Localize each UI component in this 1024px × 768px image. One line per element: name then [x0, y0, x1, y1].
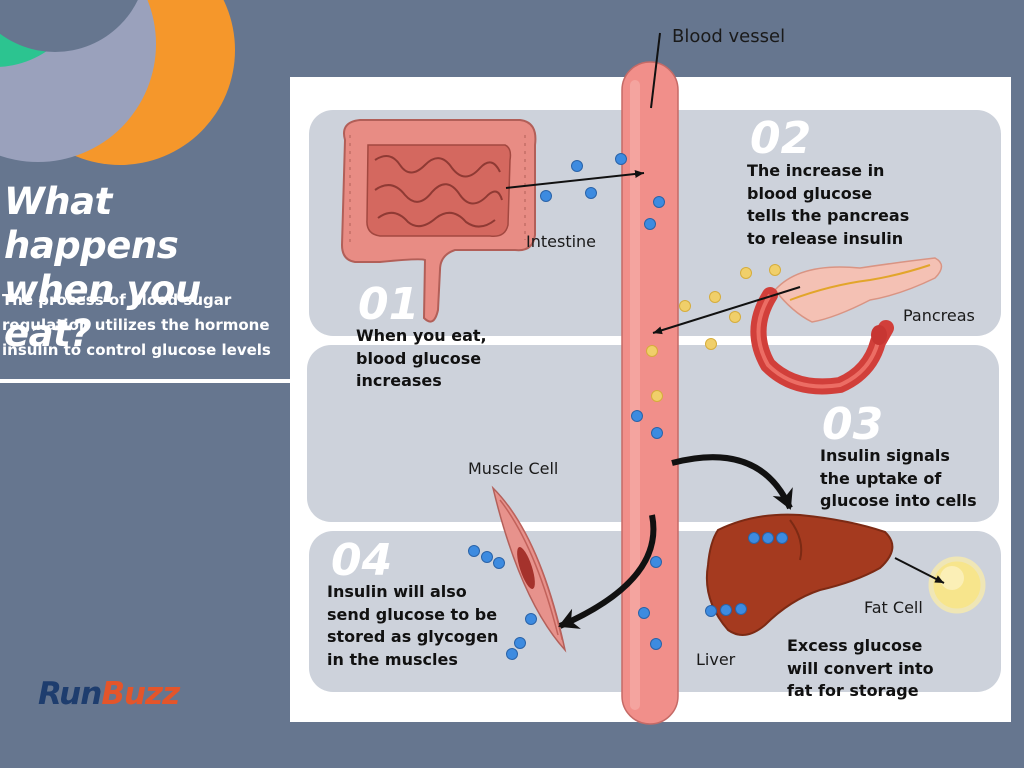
- step-4-text: Insulin will also send glucose to be sto…: [327, 582, 499, 669]
- step-1-text: When you eat, blood glucose increases: [356, 326, 487, 390]
- step-3-text: Insulin signals the uptake of glucose in…: [820, 446, 977, 510]
- arrow-liver-to-fat: [894, 557, 945, 584]
- arrow-intestine-to-vessel: [505, 169, 645, 189]
- blood-vessel-icon: [621, 61, 679, 725]
- glucose-molecules: [468, 153, 788, 660]
- label-pancreas: Pancreas: [903, 306, 975, 325]
- vessel-label-line: [650, 32, 661, 109]
- intestine-icon: [340, 119, 537, 323]
- pancreas-icon: [750, 257, 943, 395]
- logo-part-run: Run: [38, 676, 102, 712]
- insulin-molecules: [646, 264, 781, 402]
- label-liver: Liver: [696, 650, 736, 669]
- label-intestine: Intestine: [526, 232, 597, 251]
- liver-icon: [705, 513, 894, 636]
- fat-cell-icon: [928, 556, 986, 614]
- label-muscle-cell: Muscle Cell: [468, 459, 559, 478]
- decorative-circles: [0, 0, 235, 165]
- arrow-pancreas-to-vessel: [652, 286, 801, 335]
- step-2-text: The increase in blood glucose tells the …: [747, 161, 910, 248]
- logo-part-buzz: Buzz: [101, 676, 180, 712]
- step-2-number: 02: [750, 113, 812, 164]
- brand-logo[interactable]: RunBuzz: [38, 676, 180, 712]
- step-4-number: 04: [331, 535, 393, 586]
- page-subtitle: The process of blood sugar regulation ut…: [2, 291, 271, 359]
- label-fat-cell: Fat Cell: [864, 598, 923, 617]
- page-title: What happens when you eat?: [4, 180, 201, 355]
- arrow-vessel-to-liver: [671, 454, 793, 510]
- excess-glucose-note: Excess glucose will convert into fat for…: [787, 636, 934, 700]
- divider-line: [0, 379, 300, 383]
- arrow-vessel-to-muscle: [558, 514, 657, 629]
- step-1-number: 01: [358, 279, 420, 330]
- muscle-cell-icon: [491, 485, 567, 653]
- label-blood-vessel: Blood vessel: [672, 26, 786, 47]
- step-3-number: 03: [822, 399, 884, 450]
